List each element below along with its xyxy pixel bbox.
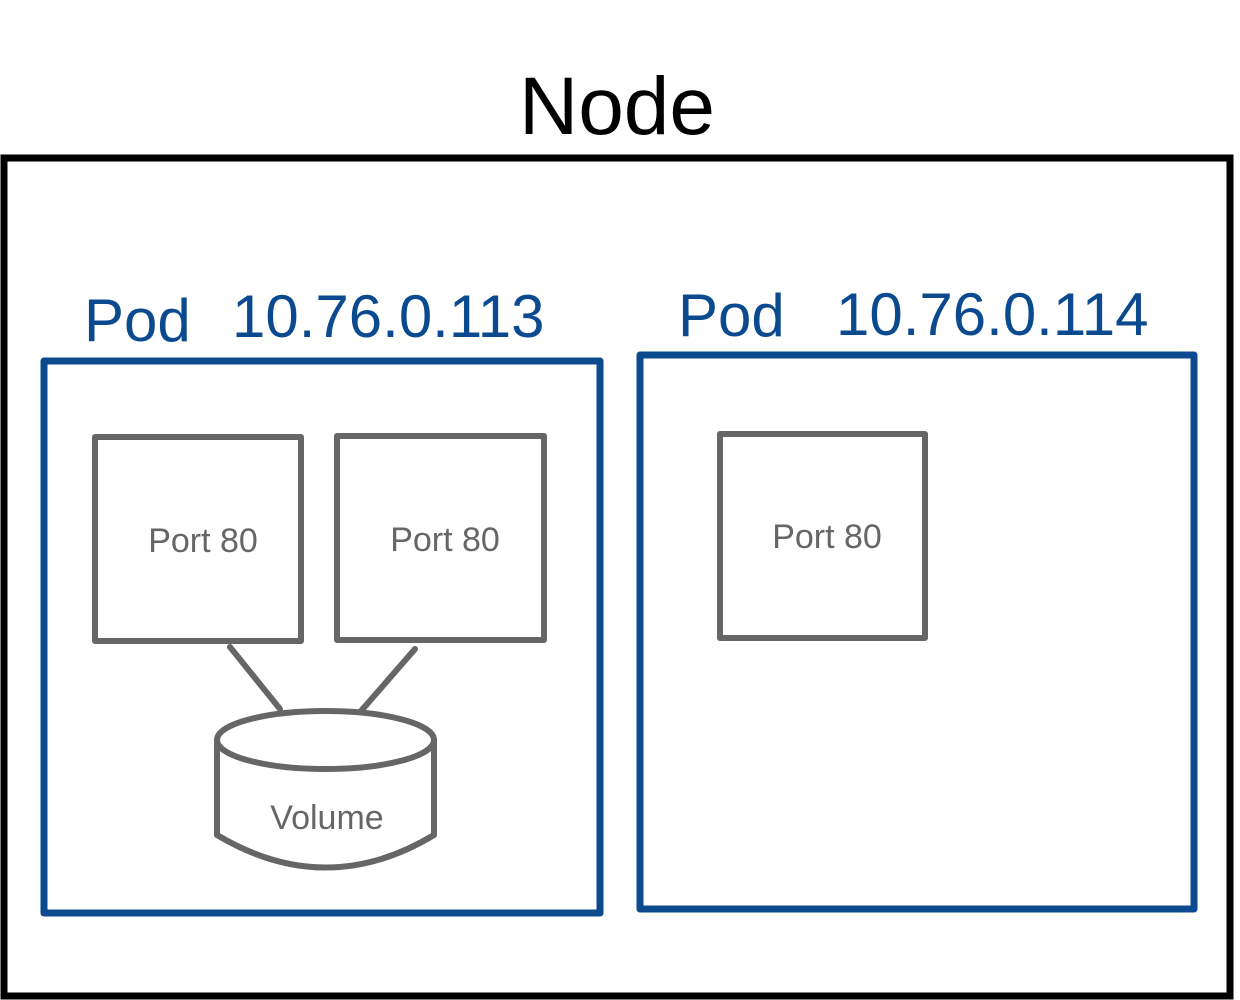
volume-label: Volume — [270, 799, 383, 837]
node-title: Node — [519, 61, 715, 152]
pod-1: Pod 10.76.0.113 Port 80 Port 80 Volume — [40, 283, 604, 917]
pod-1-ip: 10.76.0.113 — [232, 283, 545, 350]
node-box — [0, 154, 1234, 1000]
pod-2-label: Pod — [678, 282, 785, 349]
pod-1-container-1 — [92, 434, 304, 644]
pod-1-label: Pod — [84, 287, 191, 354]
volume-icon — [214, 708, 437, 871]
pod-2: Pod 10.76.0.114 Port 80 — [636, 281, 1198, 913]
pod-2-container-1-port: Port 80 — [772, 518, 882, 556]
pod-2-container-1 — [717, 431, 928, 641]
connector-container-1-volume — [227, 644, 283, 712]
pod-1-box — [40, 357, 604, 917]
pod-2-ip: 10.76.0.114 — [836, 281, 1149, 348]
connector-container-2-volume — [358, 646, 418, 714]
pod-1-container-2 — [334, 433, 547, 643]
pod-1-container-1-port: Port 80 — [148, 522, 258, 560]
pod-1-container-2-port: Port 80 — [390, 521, 500, 559]
pod-2-box — [636, 351, 1198, 913]
